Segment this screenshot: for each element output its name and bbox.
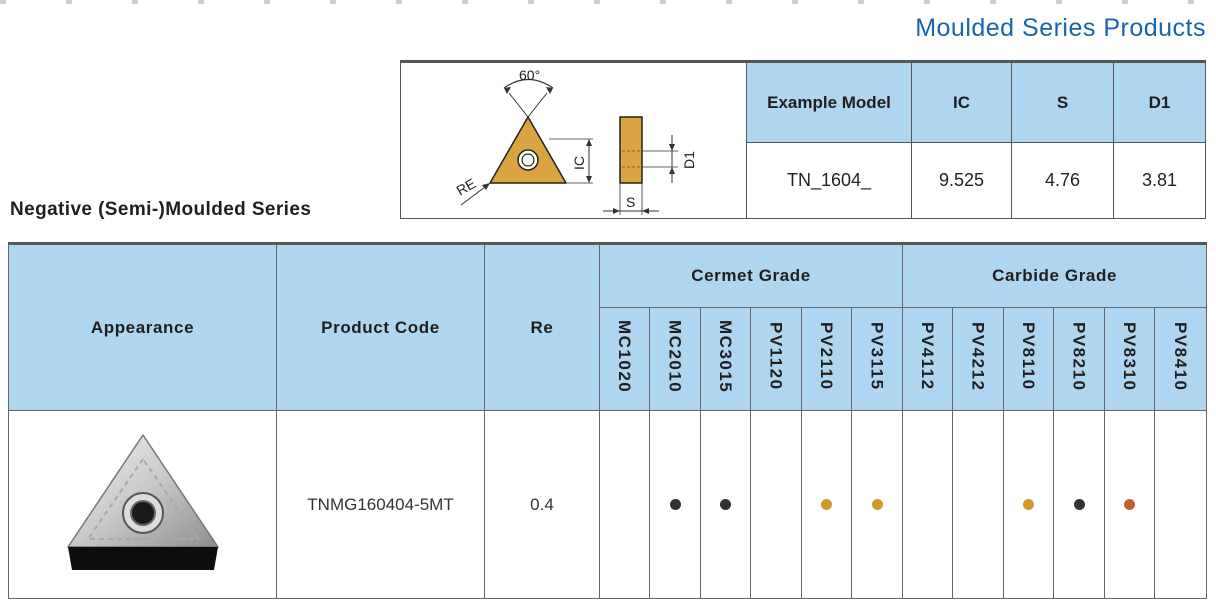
top-dashed-border [0, 0, 1216, 4]
d1-label: D1 [681, 151, 697, 169]
insert-dimension-diagram: 60° IC RE D1 [454, 67, 697, 215]
grade-label: PV8310 [1120, 321, 1140, 392]
product-code-header: Product Code [276, 243, 485, 411]
d1-value: 3.81 [1113, 142, 1205, 218]
re-cell: 0.4 [484, 410, 600, 599]
grade-label: PV2110 [817, 322, 836, 391]
availability-dot [1023, 498, 1035, 510]
availability-cell [1003, 410, 1055, 599]
re-arrow [482, 183, 490, 190]
photo-hole-inner [129, 500, 156, 526]
s-label: S [626, 194, 635, 210]
availability-dot [821, 498, 832, 510]
grade-label: PV8210 [1069, 321, 1089, 392]
availability-cell [700, 410, 751, 599]
ic-label: IC [571, 156, 587, 170]
insert-photo-image [66, 434, 219, 570]
grade-header: PV8110 [1003, 307, 1055, 411]
grade-header: PV4212 [952, 307, 1005, 411]
carbide-grade-header: Carbide Grade [902, 243, 1208, 308]
availability-dot [669, 498, 681, 510]
series-title: Negative (Semi-)Moulded Series [10, 199, 312, 220]
availability-cell [952, 410, 1005, 599]
page-title: Moulded Series Products [915, 14, 1206, 42]
availability-cell [750, 410, 802, 599]
availability-dot [1073, 498, 1085, 510]
ic-header: IC [911, 63, 1012, 143]
grade-label: PV8410 [1171, 321, 1191, 392]
s-arrow-left [613, 208, 620, 214]
table-row: TNMG160404-5MT 0.4 [8, 410, 1208, 599]
ic-value: 9.525 [911, 142, 1012, 218]
grade-header: PV8210 [1053, 307, 1106, 411]
cermet-grade-header: Cermet Grade [598, 243, 904, 308]
grade-label: MC3015 [716, 319, 735, 394]
angle-arc [503, 78, 554, 89]
s-header: S [1011, 63, 1114, 143]
insert-side-view [619, 116, 643, 184]
s-value: 4.76 [1011, 142, 1114, 218]
ic-arrow-top [586, 139, 592, 146]
grade-label: PV3115 [867, 322, 887, 391]
grade-header: MC2010 [649, 307, 701, 411]
example-model-box: 60° IC RE D1 [400, 60, 1206, 219]
insert-hole-inner [521, 153, 535, 167]
grade-header-row: MC1020 MC2010 MC3015 PV1120 PV2110 PV311… [9, 307, 1208, 411]
grade-header: PV1120 [750, 307, 802, 411]
availability-cell [599, 410, 650, 599]
grade-header: MC1020 [599, 307, 650, 411]
product-code-cell: TNMG160404-5MT [276, 410, 485, 599]
grade-table: Appearance Product Code Re Cermet Grade … [8, 242, 1208, 599]
grade-header: PV3115 [850, 307, 904, 411]
ic-arrow-bottom [586, 176, 592, 183]
availability-cell [1154, 410, 1208, 599]
d1-header: D1 [1113, 63, 1205, 143]
grade-label: PV4112 [918, 322, 938, 391]
availability-cell [902, 410, 954, 599]
chip-breaker-groove [85, 457, 200, 540]
availability-dot [871, 498, 883, 510]
availability-cell [801, 410, 852, 599]
availability-dot [720, 498, 731, 510]
availability-cell [649, 410, 701, 599]
appearance-header: Appearance [8, 243, 277, 411]
grade-header: PV4112 [902, 307, 954, 411]
grade-label: PV1120 [766, 322, 786, 391]
grade-header: PV8410 [1154, 307, 1208, 411]
availability-cell [1053, 410, 1106, 599]
availability-cell [1104, 410, 1156, 599]
angle-arrow-right [546, 87, 553, 94]
example-model-table: Example Model IC S D1 TN_1604_ 9.525 4.7… [747, 63, 1205, 218]
d1-arrow-top [669, 144, 675, 151]
grade-header: PV8310 [1104, 307, 1156, 411]
angle-guide-left [508, 92, 529, 118]
example-model-header: Example Model [747, 63, 912, 143]
availability-dot [1124, 498, 1136, 510]
angle-arrow-left [504, 87, 511, 94]
d1-arrow-bottom [669, 167, 675, 174]
grade-header: PV2110 [801, 307, 852, 411]
grade-label: MC2010 [665, 319, 685, 394]
grade-label: MC1020 [615, 319, 634, 394]
availability-cell [850, 410, 904, 599]
angle-label: 60° [519, 67, 540, 83]
grade-header: MC3015 [700, 307, 751, 411]
grade-label: PV8110 [1019, 322, 1039, 391]
insert-diagram: 60° IC RE D1 [401, 63, 747, 218]
angle-guide-right [527, 92, 548, 118]
re-header: Re [484, 243, 600, 411]
grade-label: PV4212 [968, 321, 988, 392]
insert-bottom-body [67, 547, 218, 570]
appearance-cell [8, 410, 277, 599]
example-model-value: TN_1604_ [786, 170, 872, 190]
s-arrow-right [642, 208, 649, 214]
